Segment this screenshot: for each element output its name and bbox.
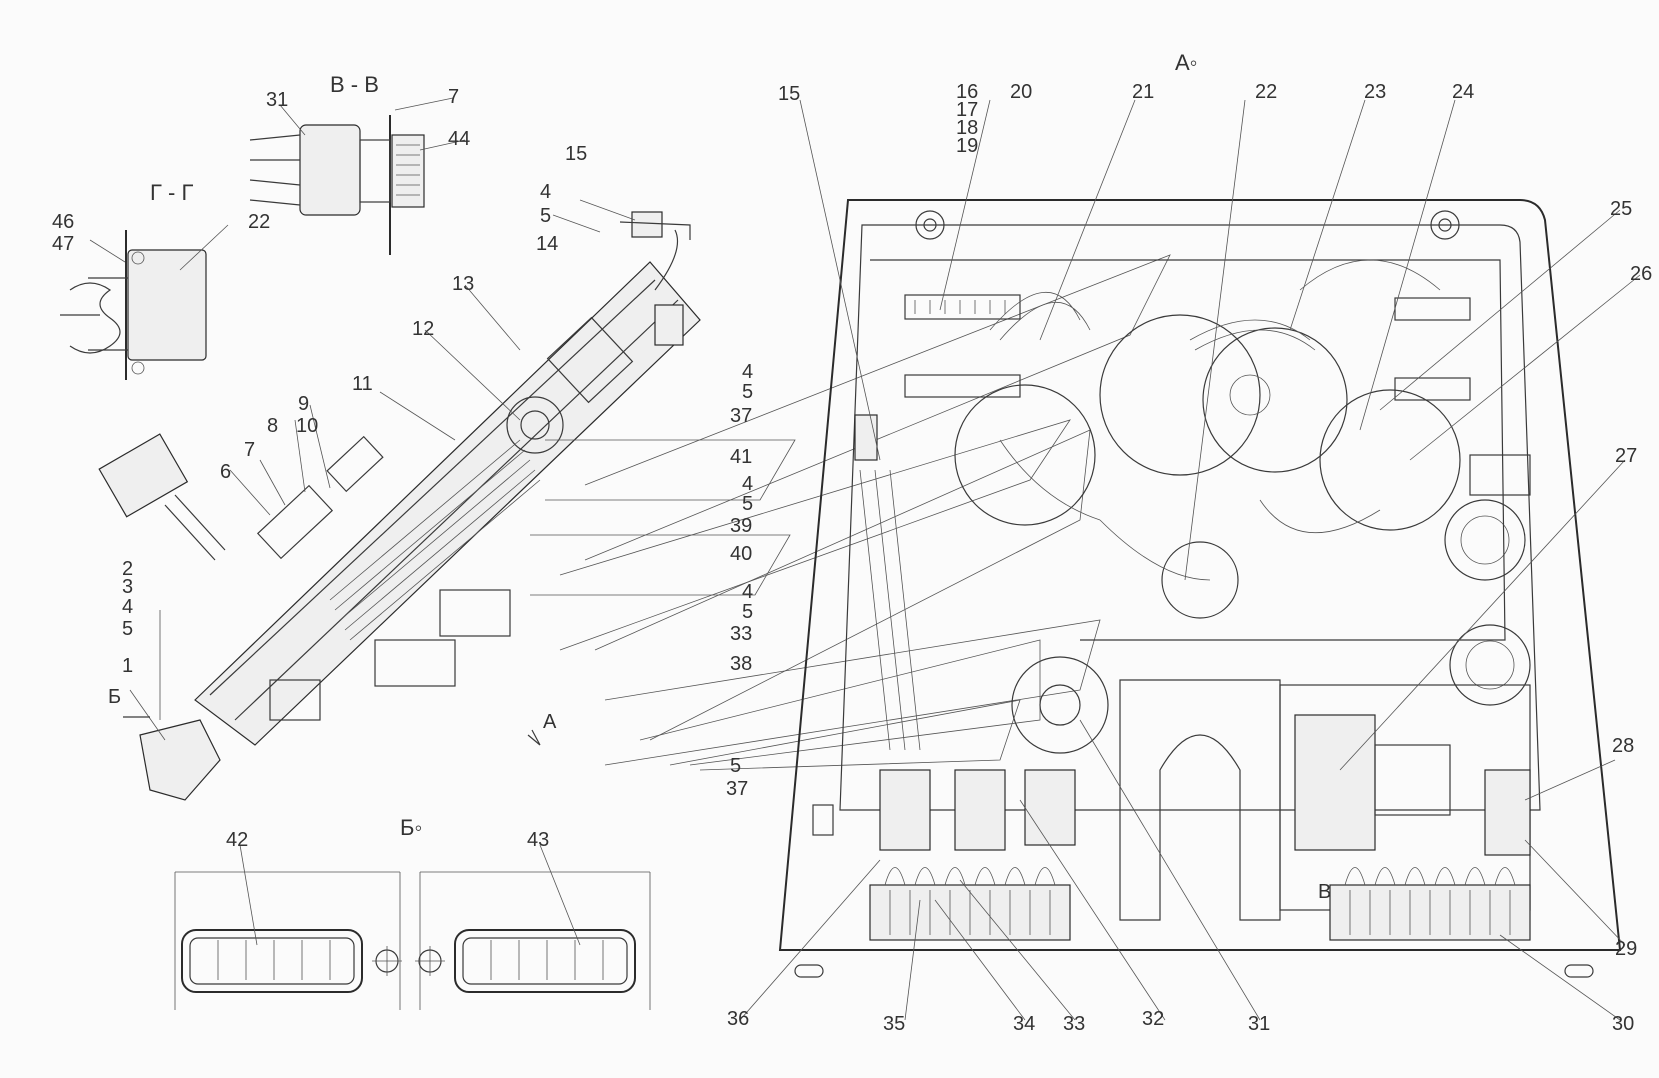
callout-20: 20 [1010,81,1032,103]
callout-4c: 4 [742,361,753,383]
callout-3: 3 [122,576,133,598]
callout-10: 10 [296,415,318,437]
callout-25: 25 [1610,198,1632,220]
callout-44: 44 [448,128,470,150]
callout-31a: 31 [266,89,288,111]
callout-4a: 4 [122,596,133,618]
view-a-title: А◦ [1175,50,1197,75]
section-gg-title: Г - Г [150,180,193,205]
callout-16: 16 [956,81,978,103]
front-leaders [739,99,1641,1021]
callout-37a: 37 [730,405,752,427]
callout-12: 12 [412,318,434,340]
callout-8: 8 [267,415,278,437]
callout-2: 2 [122,558,133,580]
callout-42: 42 [226,829,248,851]
view-arrows [123,716,541,746]
view-b-keypads [174,844,651,1010]
callout-28: 28 [1612,735,1634,757]
callout-43: 43 [527,829,549,851]
callout-13: 13 [452,273,474,295]
callout-47: 47 [52,233,74,255]
view-b-title: Б◦ [400,815,422,840]
callout-23: 23 [1364,81,1386,103]
callout-37b: 37 [726,778,748,800]
callout-4d: 4 [742,473,753,495]
connector-top [619,211,691,240]
callout-17: 17 [956,99,978,121]
callout-40: 40 [730,543,752,565]
callout-15a: 15 [565,143,587,165]
callout-9: 9 [298,393,309,415]
callout-32: 32 [1142,1008,1164,1030]
callout-33b: 33 [1063,1013,1085,1035]
callout-11: 11 [352,373,373,395]
section-gg-detail [60,224,229,380]
callout-35: 35 [883,1013,905,1035]
callout-46: 46 [52,211,74,233]
callout-34: 34 [1013,1013,1035,1035]
callout-30: 30 [1612,1013,1634,1035]
callout-5a: 5 [122,618,133,640]
callout-22a: 22 [248,211,270,233]
mark-b-label: В [1318,881,1331,903]
callout-22b: 22 [1255,81,1277,103]
arrow-b-label: Б [108,686,121,708]
callout-4e: 4 [742,581,753,603]
callout-14: 14 [536,233,558,255]
callout-1: 1 [122,655,133,677]
callout-33a: 33 [730,623,752,645]
callout-18: 18 [956,117,978,139]
callout-19: 19 [956,135,978,157]
callout-7b: 7 [448,86,459,108]
callout-6: 6 [220,461,231,483]
callout-29: 29 [1615,938,1637,960]
callout-21: 21 [1132,81,1154,103]
callout-41: 41 [730,446,752,468]
callout-5d: 5 [742,493,753,515]
front-panel-view [778,199,1622,978]
arrow-a-label: А [543,711,557,733]
callout-36: 36 [727,1008,749,1030]
callout-15b: 15 [778,83,800,105]
callout-38: 38 [730,653,752,675]
console-side-view [98,229,701,801]
callout-5e: 5 [742,601,753,623]
callout-39: 39 [730,515,752,537]
callout-5c: 5 [742,381,753,403]
callout-27: 27 [1615,445,1637,467]
callout-7a: 7 [244,439,255,461]
callout-5f: 5 [730,755,741,777]
callout-26: 26 [1630,263,1652,285]
callout-24: 24 [1452,81,1474,103]
section-bb-detail [249,97,466,255]
section-labels: А◦ В - В Г - Г Б◦ А Б В [108,50,1331,903]
callout-31b: 31 [1248,1013,1270,1035]
callout-5b: 5 [540,205,551,227]
side-leaders [229,199,636,516]
callout-numbers: 1 2 3 4 5 6 7 8 9 10 11 12 13 4 5 14 15 … [52,81,1652,1035]
callout-4b: 4 [540,181,551,203]
section-bb-title: В - В [330,72,379,97]
